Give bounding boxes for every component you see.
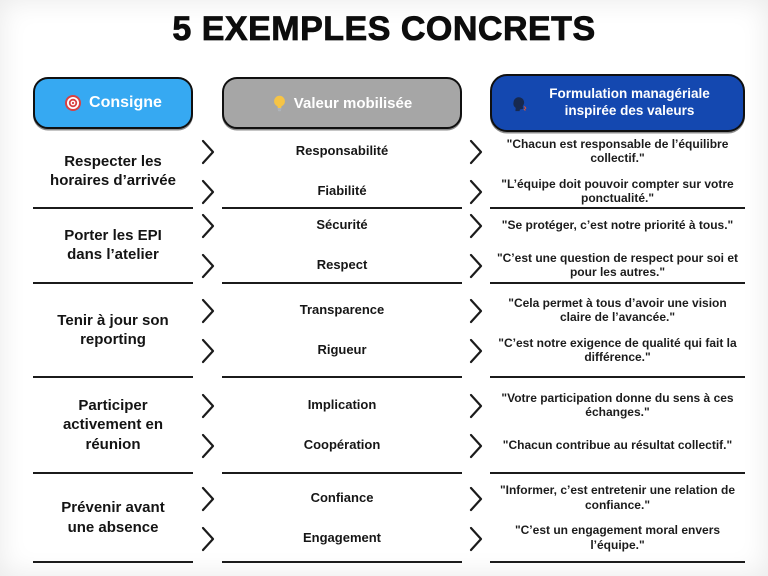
chevron-right-icon <box>469 433 483 459</box>
formulation-text: "Cela permet à tous d’avoir une vision c… <box>508 295 727 324</box>
chevron-right-icon <box>201 486 214 511</box>
consigne-text: Porter les EPI dans l’atelier <box>64 226 162 264</box>
chevron-right-icon <box>469 139 483 165</box>
formulations-cell: "Chacun est responsable de l’équilibre c… <box>490 135 745 209</box>
consigne-cell: Respecter les horaires d’arrivée <box>33 135 193 209</box>
formulations-cell: "Cela permet à tous d’avoir une vision c… <box>490 284 745 378</box>
chevron-right-icon <box>201 179 214 205</box>
valeurs-cell: Implication Coopération <box>222 378 462 474</box>
valeur-text: Respect <box>316 257 368 273</box>
consigne-text: Participer activement en réunion <box>62 396 164 453</box>
chevron-right-icon <box>201 338 214 364</box>
speaking-head-icon <box>511 95 528 112</box>
chevron-right-icon <box>201 393 214 419</box>
chevron-right-icon <box>469 298 483 324</box>
formulation-text: "Se protéger, c’est notre priorité à tou… <box>501 217 734 232</box>
consigne-cell: Prévenir avant une absence <box>33 474 193 563</box>
consigne-header-button: Consigne <box>33 77 193 129</box>
valeur-header-label: Valeur mobilisée <box>293 94 413 112</box>
chevron-right-icon <box>201 253 214 279</box>
chevron-right-icon <box>201 526 214 551</box>
consigne-text: Prévenir avant une absence <box>61 499 165 536</box>
page-title: 5 EXEMPLES CONCRETS <box>172 10 596 49</box>
consigne-text: Tenir à jour son reporting <box>57 311 169 349</box>
chevron-column <box>193 135 222 209</box>
valeur-text: Sécurité <box>316 217 368 233</box>
formulation-text: "C’est un engagement moral envers l’équi… <box>514 523 721 552</box>
valeur-text: Engagement <box>302 529 381 545</box>
valeur-text: Transparence <box>299 302 385 318</box>
chevron-column <box>462 284 490 378</box>
valeurs-cell: Responsabilité Fiabilité <box>222 135 462 209</box>
chevron-column <box>462 378 490 474</box>
valeurs-cell: Confiance Engagement <box>222 474 462 563</box>
valeur-text: Fiabilité <box>317 183 367 199</box>
consigne-text: Respecter les horaires d’arrivée <box>50 152 176 190</box>
formulation-text: "C’est une question de respect pour soi … <box>496 250 739 279</box>
chevron-column <box>193 474 222 563</box>
lightbulb-icon <box>272 95 287 112</box>
chevron-column <box>462 474 490 563</box>
chevron-right-icon <box>469 338 483 364</box>
formulations-cell: "Votre participation donne du sens à ces… <box>490 378 745 474</box>
valeur-header-button: Valeur mobilisée <box>222 77 462 129</box>
valeur-text: Rigueur <box>317 342 367 358</box>
chevron-column <box>193 208 222 284</box>
target-icon <box>64 94 82 112</box>
chevron-right-icon <box>469 393 483 419</box>
chevron-right-icon <box>201 298 214 324</box>
chevron-right-icon <box>469 179 483 205</box>
consigne-cell: Participer activement en réunion <box>33 378 193 474</box>
formulation-text: "L’équipe doit pouvoir compter sur votre… <box>501 176 734 205</box>
formulation-text: "Informer, c’est entretenir une relation… <box>499 483 736 512</box>
formulation-header-label: Formulation managériale inspirée des val… <box>549 86 710 118</box>
consigne-cell: Porter les EPI dans l’atelier <box>33 208 193 284</box>
chevron-right-icon <box>469 213 483 239</box>
formulation-text: "Chacun est responsable de l’équilibre c… <box>506 136 729 165</box>
valeurs-cell: Transparence Rigueur <box>222 284 462 378</box>
table-row: Respecter les horaires d’arrivée Respons… <box>0 135 768 209</box>
formulations-cell: "Se protéger, c’est notre priorité à tou… <box>490 208 745 284</box>
chevron-column <box>193 284 222 378</box>
chevron-right-icon <box>201 433 214 459</box>
formulations-cell: "Informer, c’est entretenir une relation… <box>490 474 745 563</box>
examples-table: Respecter les horaires d’arrivée Respons… <box>0 135 768 563</box>
valeur-text: Implication <box>307 397 377 413</box>
consigne-cell: Tenir à jour son reporting <box>33 284 193 378</box>
formulation-header-button: Formulation managériale inspirée des val… <box>490 74 745 132</box>
chevron-column <box>193 378 222 474</box>
formulation-text: "Votre participation donne du sens à ces… <box>501 390 734 419</box>
header-buttons: Consigne Valeur mobilisée <box>0 73 768 133</box>
chevron-right-icon <box>469 486 483 511</box>
valeur-text: Responsabilité <box>295 143 389 159</box>
chevron-column <box>462 208 490 284</box>
chevron-right-icon <box>469 253 483 279</box>
chevron-column <box>462 135 490 209</box>
formulation-text: "Chacun contribue au résultat collectif.… <box>502 437 733 452</box>
chevron-right-icon <box>201 139 214 165</box>
chevron-right-icon <box>201 213 214 239</box>
consigne-header-label: Consigne <box>89 94 162 111</box>
table-row: Participer activement en réunion Implica… <box>0 378 768 474</box>
valeur-text: Coopération <box>303 437 381 453</box>
table-row: Prévenir avant une absence Confiance Eng… <box>0 474 768 563</box>
formulation-text: "C’est notre exigence de qualité qui fai… <box>498 335 737 364</box>
chevron-right-icon <box>469 526 483 551</box>
valeur-text: Confiance <box>310 489 374 505</box>
valeurs-cell: Sécurité Respect <box>222 208 462 284</box>
table-row: Tenir à jour son reporting Transparence … <box>0 284 768 378</box>
table-row: Porter les EPI dans l’atelier Sécurité R… <box>0 208 768 284</box>
